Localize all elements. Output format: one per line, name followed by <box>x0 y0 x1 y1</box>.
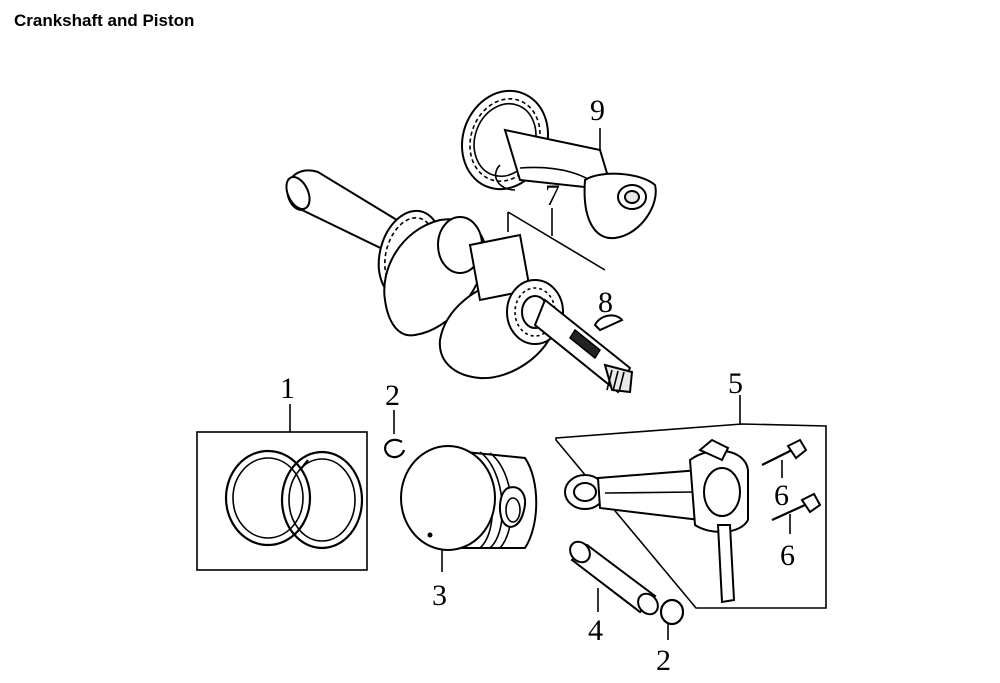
callout-2b: 2 <box>656 644 671 677</box>
callout-8: 8 <box>598 286 613 319</box>
connecting-rod-bolt-icon <box>761 438 808 466</box>
callout-3: 3 <box>432 579 447 612</box>
crankshaft-icon <box>285 169 634 394</box>
connecting-rod-icon <box>564 438 749 604</box>
connecting-rod-frame <box>555 423 827 609</box>
callout-5: 5 <box>728 367 743 400</box>
piston-pin-clip-icon <box>384 438 406 459</box>
callout-1: 1 <box>280 372 295 405</box>
callout-9: 9 <box>590 94 605 127</box>
callout-6b: 6 <box>780 539 795 572</box>
woodruff-key-icon <box>593 314 624 332</box>
callout-leader-7b <box>507 211 606 271</box>
piston-pin-clip-icon <box>659 598 685 626</box>
callout-7: 7 <box>545 179 560 212</box>
piston-pin-icon <box>569 540 659 616</box>
camshaft-icon <box>460 89 657 240</box>
connecting-rod-bolt-icon <box>771 492 822 522</box>
piston-ring-set-icon <box>224 449 364 550</box>
callout-6a: 6 <box>774 479 789 512</box>
callout-4: 4 <box>588 614 603 647</box>
page-title: Crankshaft and Piston <box>14 11 195 30</box>
callout-2a: 2 <box>385 379 400 412</box>
piston-ring-set-frame <box>196 431 368 571</box>
piston-icon <box>400 445 538 551</box>
